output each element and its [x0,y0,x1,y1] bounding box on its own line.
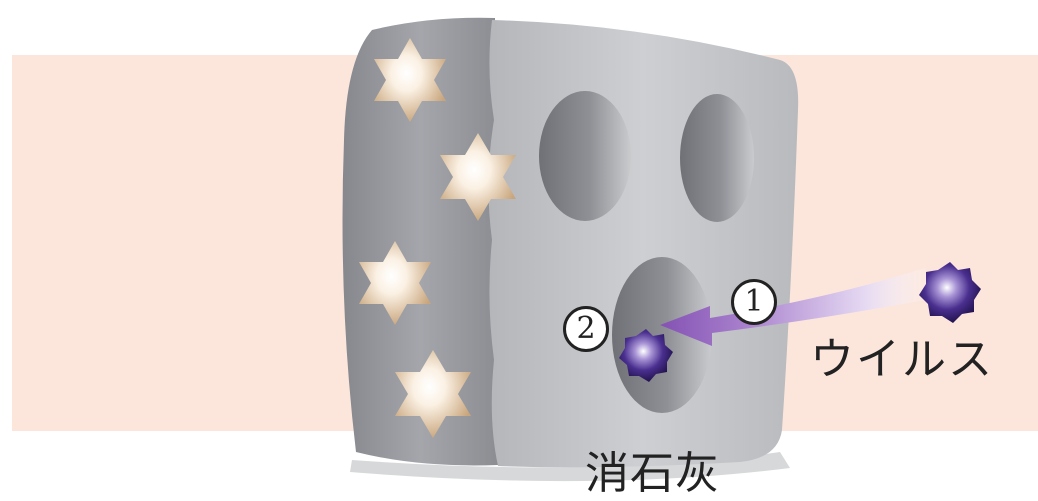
pore-top-left [539,91,631,221]
crystal-icon [359,241,431,325]
crystal-icon [395,350,471,438]
virus-label: ウイルス [810,334,994,385]
lime-block-side [342,17,498,466]
trapped-virus-icon [619,329,673,382]
slaked-lime-label: 消石灰 [585,448,720,499]
step-marker-2: 2 [563,306,609,352]
movement-arrow [660,268,935,346]
virus-icon [919,262,981,323]
crystal-icon [440,133,516,221]
pore-top-right [680,94,754,222]
step-marker-1: 1 [731,279,777,325]
block-shadow [350,452,790,482]
crystal-icon [374,38,446,122]
